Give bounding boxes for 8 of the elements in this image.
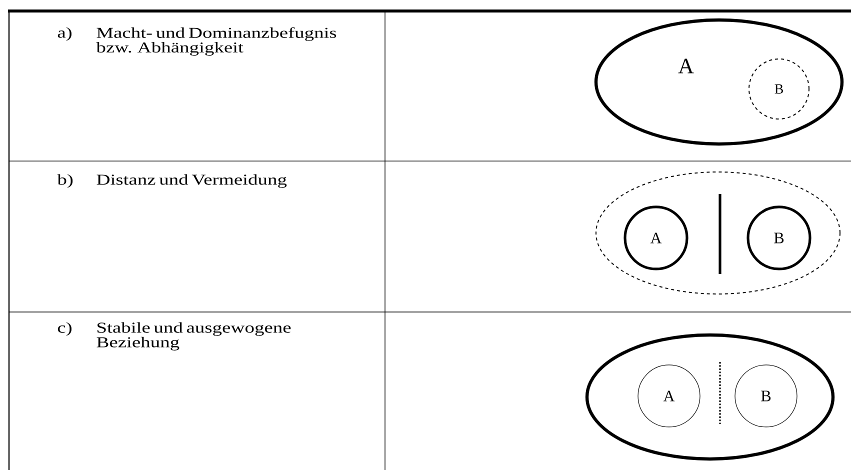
row-text: Distanz und Vermeidung [96, 174, 287, 188]
ellipse [596, 171, 840, 294]
row-text: b) [57, 174, 73, 188]
row-text: Stabile und ausgewogene Beziehung [96, 322, 291, 350]
row-text: Macht- und Dominanzbefugnis bzw. Abhängigkeit [96, 27, 336, 56]
ellipse [585, 333, 835, 461]
row-text: c) [58, 322, 72, 336]
row-text: a) [58, 27, 72, 41]
